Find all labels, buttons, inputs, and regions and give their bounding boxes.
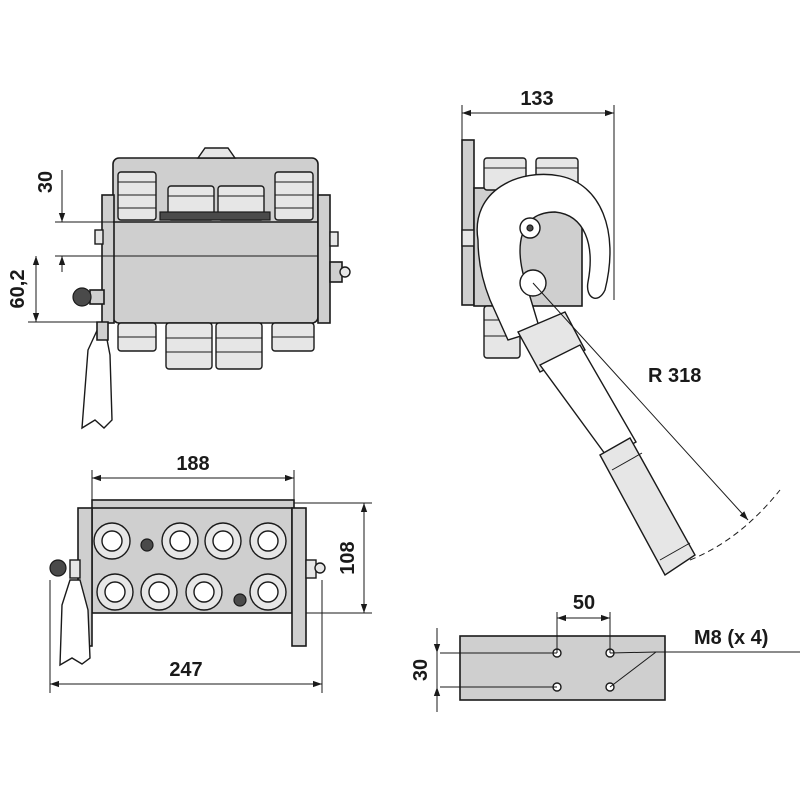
dim-30-top: 30	[35, 170, 113, 272]
top-view	[72, 147, 351, 430]
dim-247: 247	[49, 580, 323, 693]
dim-label-108: 108	[337, 541, 359, 574]
ports-top-row	[93, 522, 287, 560]
dim-label-188: 188	[176, 453, 209, 475]
dim-label-50: 50	[573, 592, 595, 614]
top-glands	[117, 171, 314, 221]
dim-label-30: 30	[35, 171, 57, 193]
mount-plate-view	[440, 612, 800, 701]
bottom-glands	[117, 322, 315, 370]
ports-bottom-row	[96, 573, 287, 611]
dim-label-r318: R 318	[648, 365, 701, 387]
dim-50: 50	[557, 592, 610, 622]
side-view	[461, 139, 781, 577]
dim-label-30-bottom: 30	[410, 659, 432, 681]
dim-label-133: 133	[520, 88, 553, 110]
knob	[72, 261, 351, 307]
dim-30-bottom: 30	[410, 628, 441, 712]
dim-188: 188	[91, 453, 295, 500]
dim-108: 108	[294, 502, 372, 614]
front-view	[49, 499, 326, 667]
dim-label-247: 247	[169, 659, 202, 681]
dim-label-60-2: 60,2	[7, 270, 29, 309]
dim-133: 133	[461, 88, 615, 300]
dim-60-2: 60,2	[7, 256, 100, 323]
dim-label-m8: M8 (x 4)	[694, 627, 768, 649]
